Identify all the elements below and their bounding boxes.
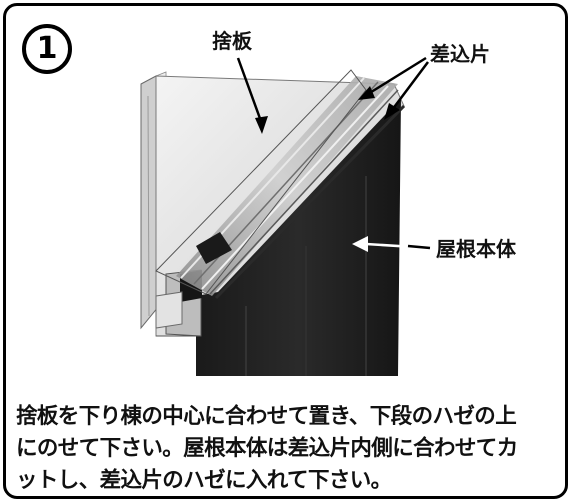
arrow-suteita — [236, 57, 268, 134]
arrow-sashikomi — [358, 56, 429, 120]
instruction-panel: 1 捨板 差込片 屋根本体 捨板を下り棟の中心に合わせて置き、下段のハゼの上 に… — [3, 3, 568, 499]
step-number: 1 — [36, 31, 58, 66]
label-yane-hontai: 屋根本体 — [436, 237, 516, 261]
instruction-text: 捨板を下り棟の中心に合わせて置き、下段のハゼの上 にのせて下さい。屋根本体は差込… — [16, 401, 561, 496]
insert-strips — [176, 76, 406, 300]
instruction-line-2: にのせて下さい。屋根本体は差込片内側に合わせてカ — [16, 436, 518, 461]
instruction-line-3: ットし、差込片のハゼに入れて下さい。 — [16, 468, 392, 493]
roof-body-panel — [196, 98, 401, 376]
label-suteita: 捨板 — [212, 29, 252, 53]
arrow-yane-hontai — [352, 236, 431, 252]
label-sashikomi: 差込片 — [430, 42, 490, 66]
step-number-badge: 1 — [22, 24, 72, 74]
instruction-line-1: 捨板を下り棟の中心に合わせて置き、下段のハゼの上 — [16, 404, 517, 429]
roof-assembly-illustration — [140, 56, 431, 376]
insert-highlight-outline — [155, 69, 367, 295]
